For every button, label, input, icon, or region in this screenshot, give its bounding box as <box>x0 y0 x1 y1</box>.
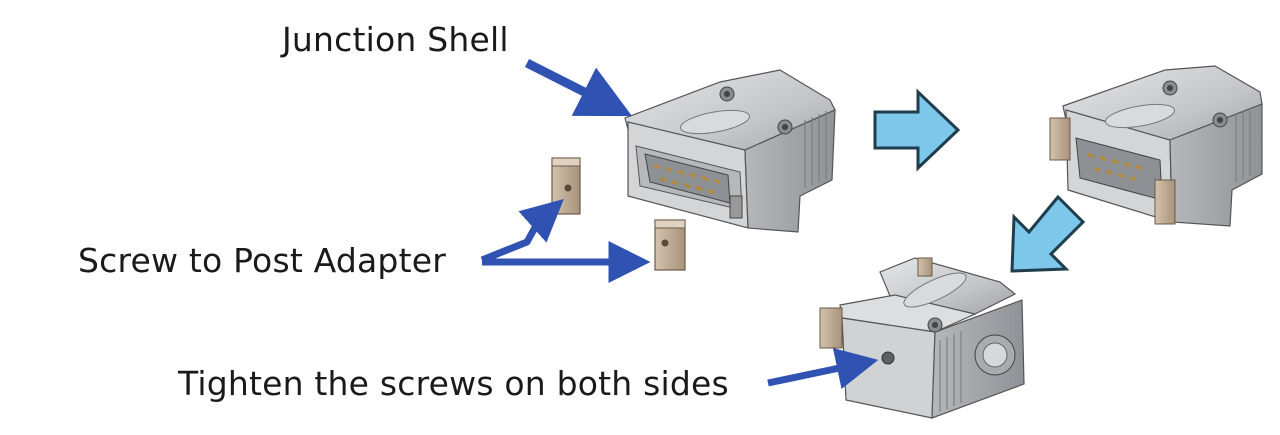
tighten-callout-arrow <box>767 347 879 390</box>
rotated-connector <box>819 257 1025 419</box>
step-arrow-down-left <box>1010 194 1086 273</box>
assembled-connector <box>1049 65 1263 227</box>
junction-shell-connector <box>624 69 836 233</box>
tighten-screws-label: Tighten the screws on both sides <box>178 364 729 403</box>
post-adapter-right <box>654 219 686 271</box>
screw-adapter-label: Screw to Post Adapter <box>78 241 446 280</box>
step-arrow-right <box>873 88 961 172</box>
junction-shell-callout-arrow <box>524 58 633 117</box>
adapter-callout-arrow-left <box>480 199 564 264</box>
junction-shell-label: Junction Shell <box>282 20 509 59</box>
post-adapter-left <box>551 157 581 215</box>
